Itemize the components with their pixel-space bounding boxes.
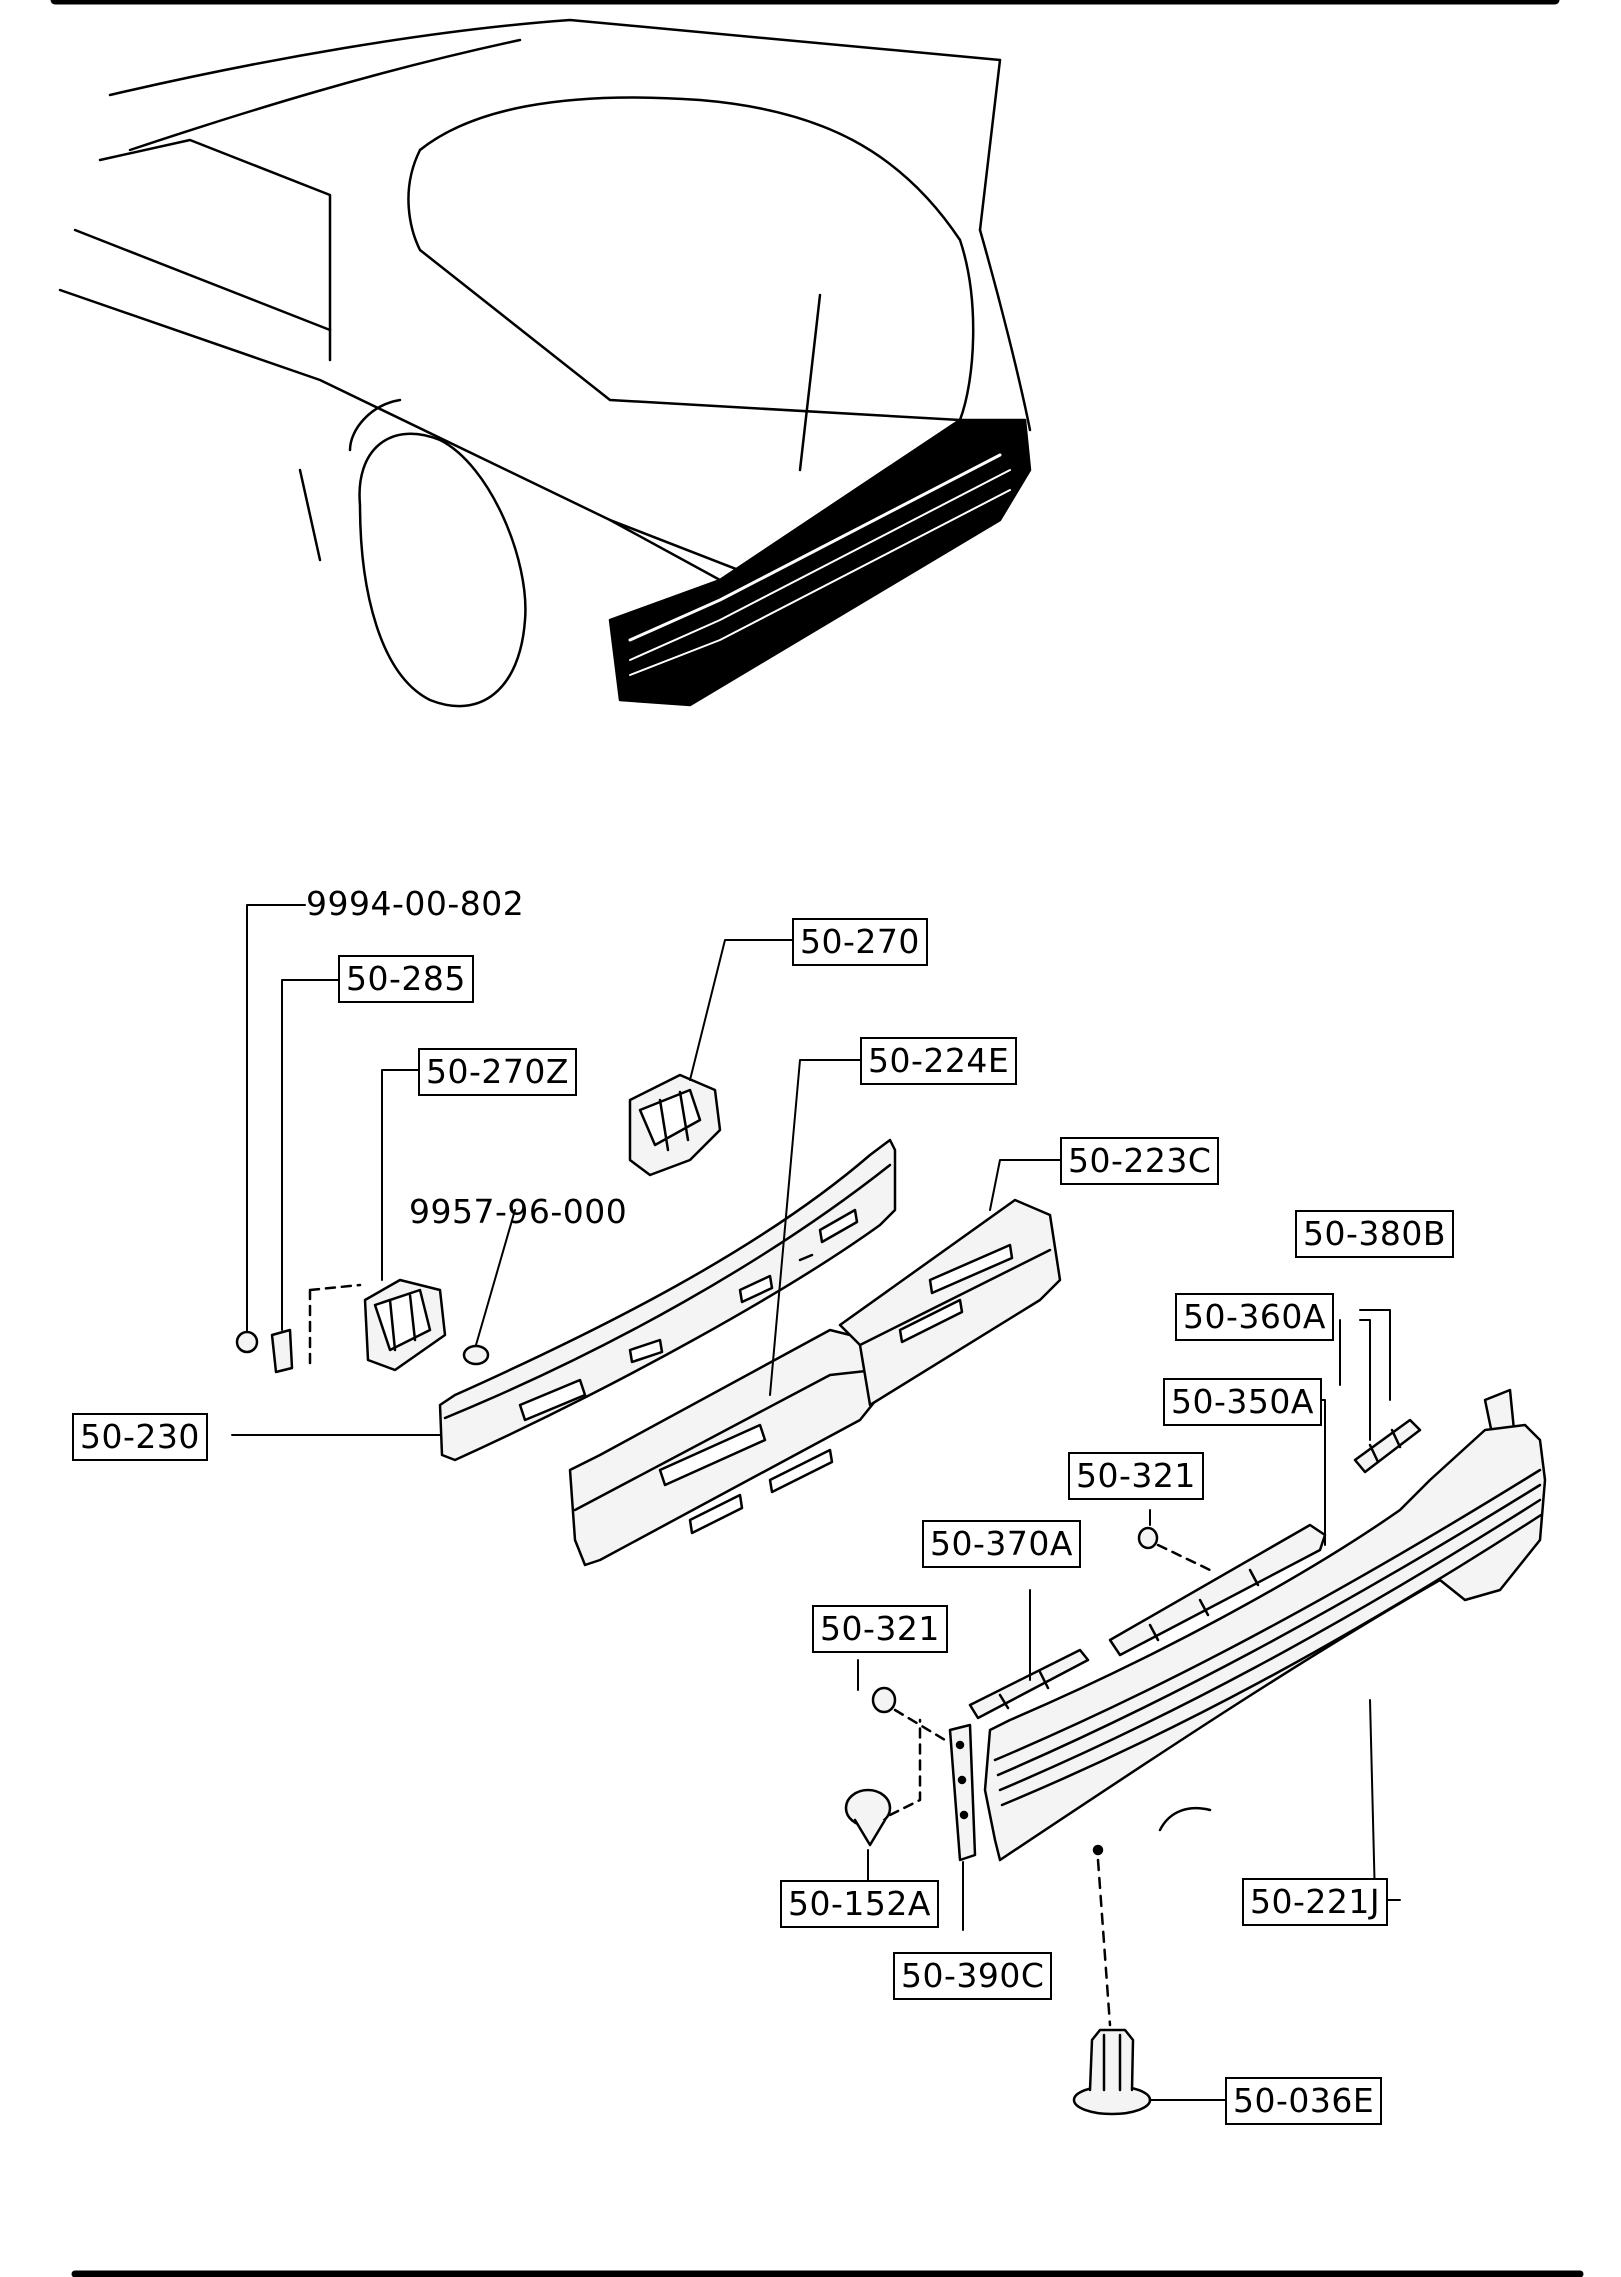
dash-link-036e xyxy=(1096,1858,1112,2027)
rear-bumper-cover xyxy=(983,1423,1547,1862)
label-50-152a: 50-152A xyxy=(780,1880,939,1928)
label-9994-00-802: 9994-00-802 xyxy=(306,884,525,923)
label-50-390c: 50-390C xyxy=(893,1952,1053,2000)
label-9957-96-000: 9957-96-000 xyxy=(409,1192,628,1231)
dash-link-321-lower xyxy=(893,1708,947,1742)
label-50-360a: 50-360A xyxy=(1175,1293,1334,1341)
energy-absorber xyxy=(568,1198,1062,1567)
retainer-370a xyxy=(968,1648,1090,1720)
label-50-370a: 50-370A xyxy=(922,1520,1081,1568)
retainer-360a xyxy=(1353,1418,1422,1474)
dash-link-321 xyxy=(1156,1543,1212,1572)
grommet-9957 xyxy=(462,1344,490,1366)
fastener-036e xyxy=(1072,2028,1152,2116)
retainer-350a xyxy=(1108,1523,1327,1657)
label-50-321-upper: 50-321 xyxy=(1068,1452,1204,1500)
label-50-285: 50-285 xyxy=(338,955,474,1003)
label-50-270: 50-270 xyxy=(792,918,928,966)
bumper-reinforcement xyxy=(438,1138,897,1462)
label-50-223c: 50-223C xyxy=(1060,1137,1220,1185)
label-50-270z: 50-270Z xyxy=(418,1048,577,1096)
clip-50-321-lower xyxy=(871,1686,897,1714)
label-50-350a: 50-350A xyxy=(1163,1378,1322,1426)
car-rear-overview xyxy=(58,18,1032,708)
leader-lines xyxy=(231,904,1401,2101)
plate-50-285 xyxy=(270,1328,294,1374)
push-clip-152a xyxy=(844,1788,892,1847)
label-50-380b: 50-380B xyxy=(1295,1210,1455,1258)
clip-50-321-upper xyxy=(1137,1526,1159,1550)
dash-link-152a xyxy=(888,1718,922,1817)
label-50-221j: 50-221J xyxy=(1242,1878,1389,1926)
dash-link-270z xyxy=(308,1283,362,1372)
nut-9994 xyxy=(235,1330,259,1354)
label-50-036e: 50-036E xyxy=(1225,2077,1383,2125)
label-50-230: 50-230 xyxy=(72,1413,208,1461)
label-50-321-lower: 50-321 xyxy=(812,1605,948,1653)
label-50-224e: 50-224E xyxy=(860,1037,1018,1085)
bracket-side xyxy=(363,1278,447,1372)
bracket-upper xyxy=(628,1073,722,1177)
side-retainer-390c xyxy=(948,1723,977,1862)
highlighted-rear-bumper xyxy=(608,418,1032,707)
